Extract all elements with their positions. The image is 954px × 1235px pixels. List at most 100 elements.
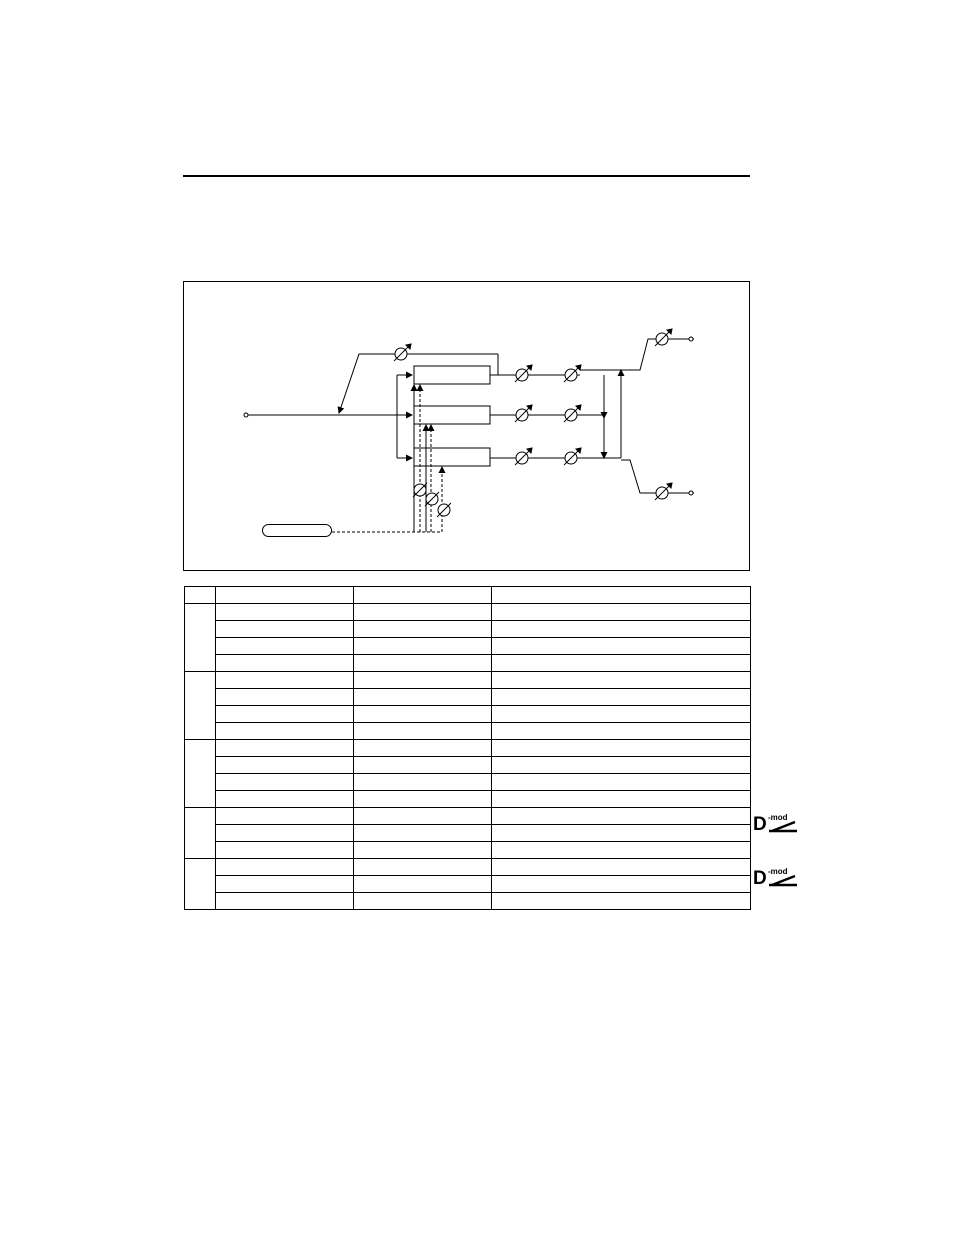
table-cell bbox=[353, 620, 492, 638]
table-cell bbox=[353, 841, 492, 859]
dmod-arrow-icon bbox=[769, 875, 797, 887]
table-cell bbox=[353, 773, 492, 791]
level-knob-icon bbox=[563, 404, 582, 423]
level-knob-icon bbox=[412, 482, 428, 498]
level-knob-icon bbox=[514, 364, 533, 383]
table-row bbox=[184, 858, 751, 910]
table-cell bbox=[491, 688, 751, 706]
table-cell bbox=[353, 705, 492, 723]
header-cell bbox=[353, 586, 492, 604]
dmod-badge: D -mod bbox=[753, 814, 799, 835]
table-cell bbox=[215, 620, 354, 638]
input-terminal bbox=[243, 412, 249, 418]
table-cell bbox=[491, 858, 751, 876]
delay-block-3 bbox=[413, 447, 491, 467]
delay-block-2 bbox=[413, 405, 491, 425]
table-cell bbox=[353, 875, 492, 893]
table-cell bbox=[353, 756, 492, 774]
feedback-line bbox=[337, 353, 498, 414]
table-cell bbox=[215, 875, 354, 893]
table-cell bbox=[353, 858, 492, 876]
table-cell bbox=[215, 773, 354, 791]
dmod-arrow-icon bbox=[769, 821, 797, 833]
group-cell bbox=[184, 671, 216, 740]
table-row bbox=[185, 637, 751, 655]
table-row bbox=[184, 671, 751, 740]
table-cell bbox=[491, 705, 751, 723]
table-cell bbox=[353, 790, 492, 808]
table-cell bbox=[353, 824, 492, 842]
delay-block-1 bbox=[413, 365, 491, 385]
table-row bbox=[185, 722, 751, 740]
level-knob-icon bbox=[424, 491, 440, 507]
dmod-badge: D -mod bbox=[753, 867, 799, 889]
parameter-table bbox=[184, 586, 751, 910]
table-cell bbox=[215, 739, 354, 757]
signal-flow-diagram bbox=[183, 281, 750, 571]
level-knob-icon bbox=[654, 482, 673, 501]
table-cell bbox=[215, 807, 354, 825]
table-row bbox=[185, 824, 751, 842]
table-cell bbox=[491, 773, 751, 791]
table-cell bbox=[215, 637, 354, 655]
table-cell bbox=[215, 892, 354, 910]
level-knob-icon bbox=[393, 343, 412, 362]
level-knob-icon bbox=[514, 404, 533, 423]
output-terminal-top bbox=[688, 336, 694, 342]
table-row bbox=[185, 654, 751, 672]
header-cell bbox=[491, 586, 751, 604]
table-cell bbox=[215, 722, 354, 740]
table-cell bbox=[215, 756, 354, 774]
table-cell bbox=[491, 654, 751, 672]
header-cell bbox=[184, 586, 216, 604]
level-knob-icon bbox=[654, 328, 673, 347]
table-row bbox=[185, 705, 751, 723]
table-row bbox=[184, 807, 751, 859]
table-row bbox=[185, 841, 751, 859]
table-cell bbox=[353, 603, 492, 621]
level-knob-icon bbox=[563, 364, 582, 383]
table-row bbox=[185, 620, 751, 638]
table-cell bbox=[491, 671, 751, 689]
table-cell bbox=[491, 807, 751, 825]
level-knob-icon bbox=[563, 447, 582, 466]
table-cell bbox=[215, 603, 354, 621]
table-cell bbox=[353, 671, 492, 689]
table-cell bbox=[215, 688, 354, 706]
table-cell bbox=[353, 688, 492, 706]
dmod-superscript: -mod bbox=[768, 867, 788, 876]
table-cell bbox=[491, 841, 751, 859]
lfo-block bbox=[262, 524, 332, 537]
table-header-row bbox=[184, 586, 751, 604]
table-cell bbox=[215, 858, 354, 876]
table-cell bbox=[215, 841, 354, 859]
table-cell bbox=[353, 654, 492, 672]
table-cell bbox=[353, 637, 492, 655]
table-cell bbox=[491, 722, 751, 740]
table-row bbox=[185, 688, 751, 706]
table-cell bbox=[353, 722, 492, 740]
group-cell bbox=[184, 858, 216, 910]
table-cell bbox=[215, 705, 354, 723]
table-row bbox=[184, 739, 751, 808]
output-line-top bbox=[621, 338, 694, 371]
table-cell bbox=[353, 739, 492, 757]
group-cell bbox=[184, 739, 216, 808]
header-cell bbox=[215, 586, 354, 604]
table-row bbox=[185, 892, 751, 910]
table-cell bbox=[491, 637, 751, 655]
table-cell bbox=[491, 875, 751, 893]
table-cell bbox=[353, 807, 492, 825]
dmod-letter: D bbox=[753, 814, 767, 835]
table-cell bbox=[491, 756, 751, 774]
level-knob-icon bbox=[436, 502, 452, 518]
table-row bbox=[185, 756, 751, 774]
group-cell bbox=[184, 807, 216, 859]
table-cell bbox=[491, 603, 751, 621]
table-cell bbox=[491, 790, 751, 808]
table-cell bbox=[491, 892, 751, 910]
table-cell bbox=[491, 824, 751, 842]
table-cell bbox=[215, 654, 354, 672]
table-cell bbox=[491, 739, 751, 757]
group-cell bbox=[184, 603, 216, 672]
